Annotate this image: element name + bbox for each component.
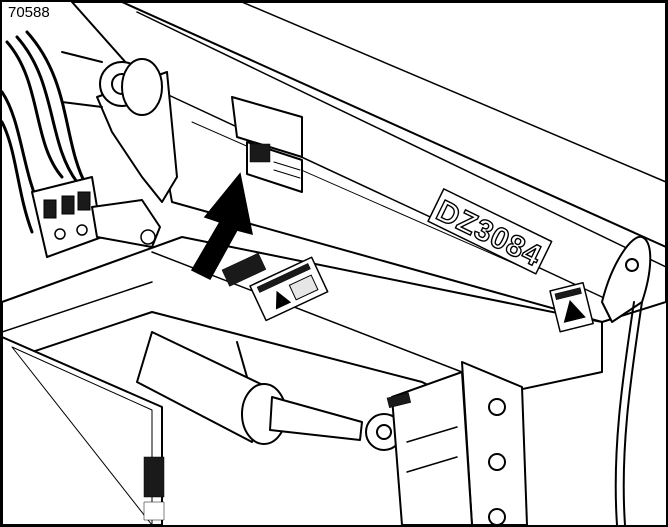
small-decal [221,252,267,287]
hydraulic-cylinder [136,331,403,451]
display-panel [2,336,165,525]
manual-holder [231,96,303,193]
pivot-bracket [61,51,178,203]
hydraulic-hoses [2,30,89,234]
up-arrow-icon [190,172,253,280]
end-plate [391,361,528,525]
valve-block [31,176,103,258]
warning-decal-icon [249,256,329,322]
figure-id-label: 70588 [6,4,54,22]
mount-decal [386,392,412,409]
linkage-arm [91,199,161,248]
lift-hook [601,235,652,525]
side-decal [549,282,594,333]
